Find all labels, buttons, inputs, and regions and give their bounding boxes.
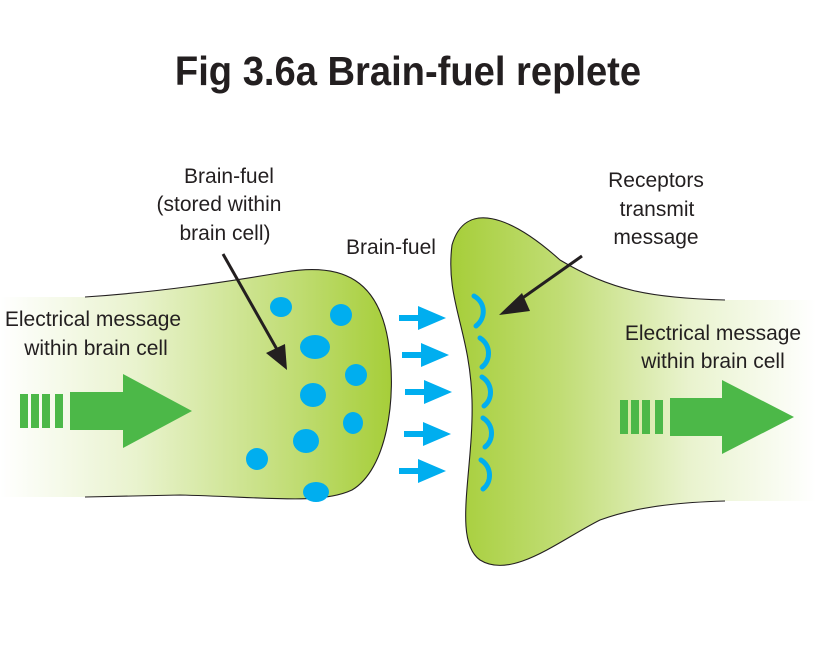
label-fuel-gap: Brain-fuel [346, 236, 436, 259]
vesicle [345, 364, 367, 386]
figure-title: Fig 3.6a Brain-fuel replete [174, 48, 642, 94]
presynaptic-cell [0, 268, 392, 500]
release-arrow [399, 306, 446, 330]
fuel-release-arrows [399, 306, 452, 483]
vesicle [343, 412, 363, 434]
label-line: brain cell) [179, 222, 270, 245]
release-arrow [404, 422, 451, 446]
vesicle [293, 429, 319, 453]
label-message-left: Electrical message within brain cell [5, 308, 181, 360]
release-arrow [405, 380, 452, 404]
receptor [478, 457, 492, 492]
label-line: transmit [620, 198, 695, 221]
label-line: Electrical message [625, 322, 801, 345]
receptor [480, 415, 494, 450]
leader-lines [221, 253, 583, 370]
vesicle [300, 335, 330, 359]
label-stored-fuel: Brain-fuel (stored within brain cell) [157, 165, 282, 245]
receptor [479, 374, 493, 409]
label-line: within brain cell [23, 337, 168, 360]
label-line: Electrical message [5, 308, 181, 331]
receptors [471, 293, 494, 492]
brain-fuel-vesicles [246, 297, 367, 502]
release-arrow [402, 343, 449, 367]
vesicle [300, 383, 326, 407]
label-line: Brain-fuel [184, 165, 274, 188]
signal-arrow-left [20, 374, 192, 448]
label-receptors: Receptors transmit message [608, 169, 704, 249]
label-line: (stored within [157, 193, 282, 216]
receptor [477, 335, 491, 370]
label-message-right: Electrical message within brain cell [625, 322, 801, 373]
receptors-pointer [499, 254, 583, 315]
vesicle [330, 304, 352, 326]
label-line: Receptors [608, 169, 704, 192]
vesicle [270, 297, 292, 317]
receptor [471, 293, 486, 329]
vesicle [246, 448, 268, 470]
release-arrow [399, 459, 446, 483]
postsynaptic-cell [450, 217, 816, 566]
vesicle [303, 482, 329, 502]
label-line: within brain cell [640, 350, 785, 373]
signal-arrow-right [620, 380, 794, 454]
label-line: message [613, 226, 698, 249]
stored-fuel-pointer [221, 253, 287, 370]
